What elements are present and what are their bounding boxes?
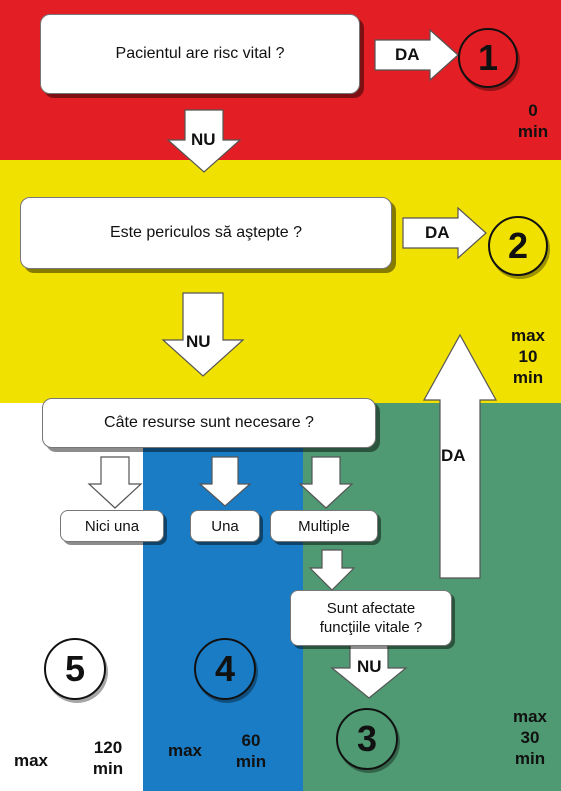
- time-level-2-unit: min: [512, 368, 544, 387]
- time-level-3-unit: min: [514, 749, 546, 768]
- arrow-nu-2: [161, 292, 245, 377]
- time-level-1-value: 0: [528, 101, 538, 120]
- priority-circle-1-number: 1: [477, 37, 499, 78]
- priority-circle-3: 3: [336, 708, 398, 770]
- arrow-down-vital: [308, 549, 356, 591]
- priority-circle-4-number: 4: [214, 648, 236, 689]
- time-level-3-value: 30: [520, 728, 540, 747]
- time-level-2: max 10 min: [503, 325, 553, 388]
- option-multiple-text: Multiple: [298, 517, 350, 535]
- time-level-5-prefix: max: [13, 751, 49, 770]
- arrow-down-none: [87, 456, 143, 509]
- arrow-da-up-label: DA: [441, 446, 466, 465]
- time-level-4-prefix: max: [167, 741, 203, 760]
- time-level-5-unit: min: [92, 759, 124, 778]
- time-level-4-value: 60: [241, 731, 261, 750]
- option-multiple: Multiple: [270, 510, 378, 542]
- priority-circle-5-number: 5: [64, 648, 86, 689]
- question-vital-functions: Sunt afectate funcţiile vitale ?: [290, 590, 452, 646]
- time-level-5-value: 120: [93, 738, 123, 757]
- time-level-1-unit: min: [517, 122, 549, 141]
- time-level-5: 120 min: [82, 737, 134, 779]
- option-none-text: Nici una: [84, 517, 140, 535]
- priority-circle-5: 5: [44, 638, 106, 700]
- question-resources: Câte resurse sunt necesare ?: [42, 398, 376, 448]
- priority-circle-4: 4: [194, 638, 256, 700]
- question-resources-text: Câte resurse sunt necesare ?: [104, 414, 314, 431]
- priority-circle-3-number: 3: [356, 718, 378, 759]
- arrow-down-multiple: [298, 456, 354, 509]
- time-level-3-prefix: max: [512, 707, 548, 726]
- time-level-4: 60 min: [226, 730, 276, 772]
- arrow-nu-2-label: NU: [186, 332, 211, 351]
- option-one-text: Una: [211, 517, 239, 535]
- time-level-2-prefix: max: [510, 326, 546, 345]
- arrow-nu-1-label: NU: [191, 130, 216, 149]
- question-dangerous-wait: Este periculos să aştepte ?: [20, 197, 392, 269]
- arrow-down-one: [198, 456, 252, 507]
- arrow-nu-1: [166, 109, 242, 173]
- priority-circle-1: 1: [458, 28, 518, 88]
- option-one: Una: [190, 510, 260, 542]
- arrow-nu-3-label: NU: [357, 657, 382, 676]
- question-dangerous-wait-text: Este periculos să aştepte ?: [109, 224, 303, 241]
- question-risk-vital: Pacientul are risc vital ?: [40, 14, 360, 94]
- time-level-4-unit: min: [235, 752, 267, 771]
- priority-circle-2: 2: [488, 216, 548, 276]
- arrow-da-1-label: DA: [395, 45, 420, 64]
- time-level-1: 0 min: [508, 100, 558, 142]
- question-vital-functions-line2: funcţiile vitale ?: [319, 619, 423, 636]
- arrow-da-2-label: DA: [425, 223, 450, 242]
- arrow-da-2: [402, 206, 487, 260]
- time-level-3: max 30 min: [505, 706, 555, 769]
- arrow-da-up: [422, 333, 498, 579]
- priority-circle-2-number: 2: [507, 225, 529, 266]
- question-vital-functions-line1: Sunt afectate: [326, 600, 416, 617]
- option-none: Nici una: [60, 510, 164, 542]
- question-risk-vital-text: Pacientul are risc vital ?: [115, 45, 285, 62]
- arrow-da-1: [374, 28, 459, 82]
- time-level-2-value: 10: [518, 347, 538, 366]
- arrow-nu-3: [330, 644, 408, 699]
